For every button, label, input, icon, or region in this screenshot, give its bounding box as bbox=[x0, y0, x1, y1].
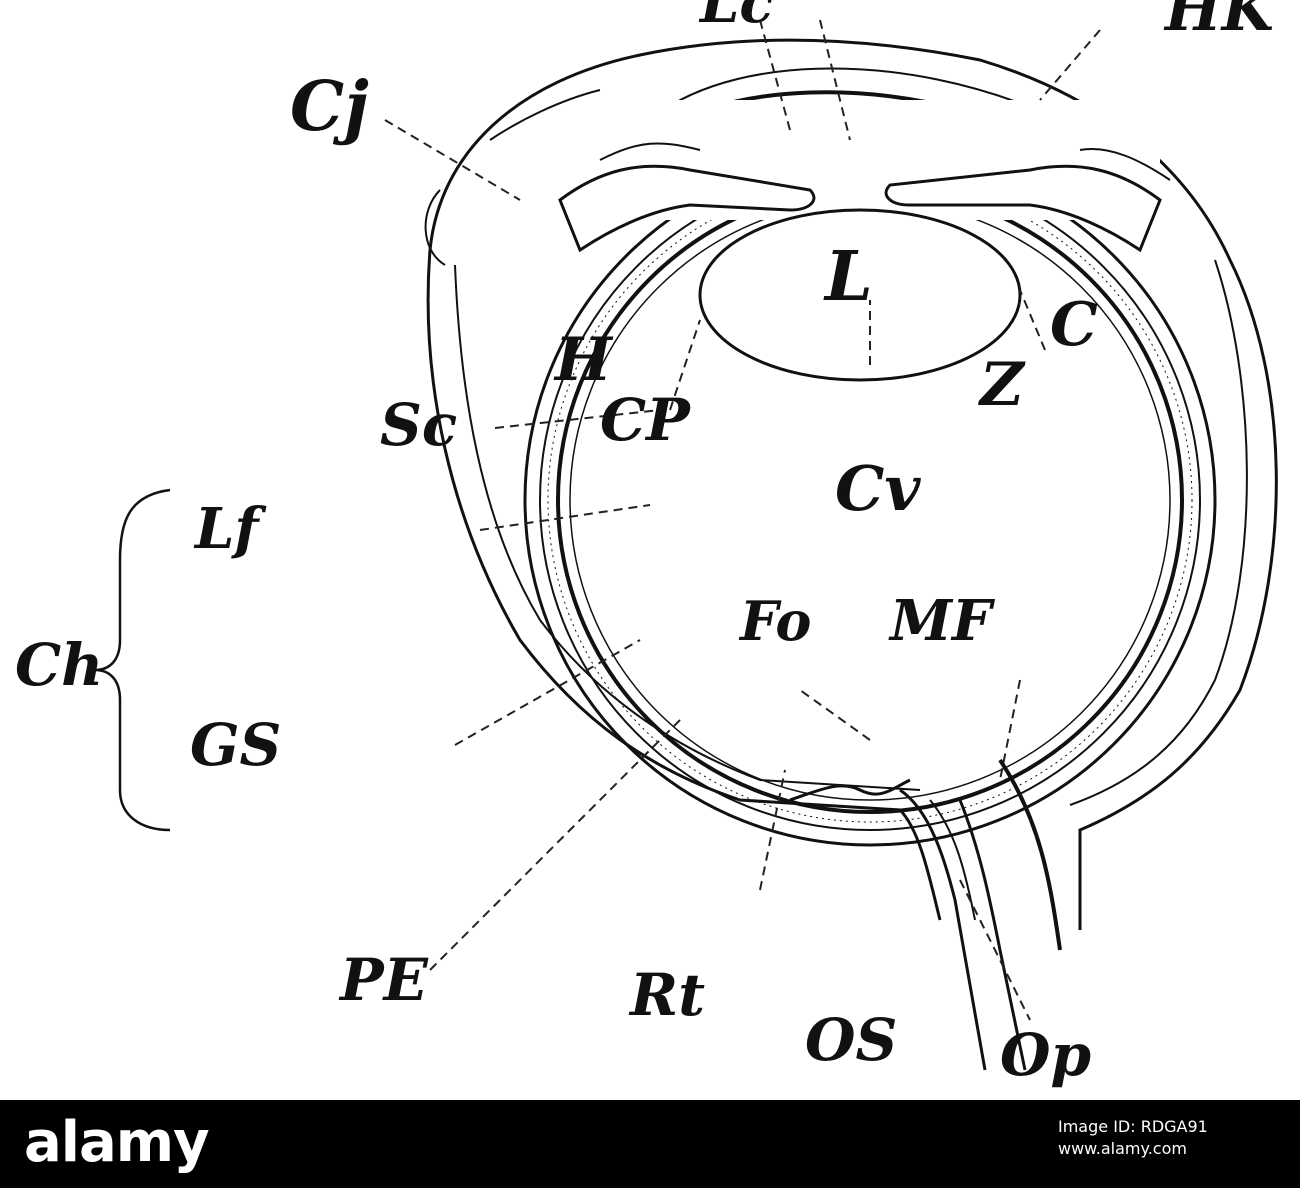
image-url[interactable]: www.alamy.com bbox=[1058, 1139, 1187, 1158]
label-L: L bbox=[823, 237, 873, 317]
label-CP: CP bbox=[600, 386, 691, 454]
label-C: C bbox=[1050, 290, 1098, 360]
image-id-block: Image ID: RDGA91 www.alamy.com bbox=[1058, 1116, 1208, 1160]
footer-bar: alamy Image ID: RDGA91 www.alamy.com bbox=[0, 1100, 1300, 1188]
label-Lf: Lf bbox=[193, 496, 267, 562]
label-H: H bbox=[553, 325, 614, 395]
choroid-brace bbox=[94, 488, 171, 832]
label-Rt: Rt bbox=[628, 961, 705, 1029]
iris-ciliary bbox=[558, 142, 1171, 253]
alamy-logo: alamy bbox=[24, 1110, 210, 1175]
image-id-label: Image ID: RDGA91 bbox=[1058, 1117, 1208, 1136]
lens bbox=[698, 208, 1022, 382]
label-MF: MF bbox=[888, 588, 996, 654]
label-GS: GS bbox=[190, 711, 281, 779]
label-Fo: Fo bbox=[738, 589, 811, 653]
brand-text: alamy bbox=[24, 1110, 210, 1175]
label-Z: Z bbox=[978, 350, 1026, 420]
label-Op: Op bbox=[1000, 1021, 1091, 1089]
label-Ch: Ch bbox=[15, 631, 103, 699]
leader-lines bbox=[384, 19, 1101, 1021]
label-Cj: Cj bbox=[290, 67, 369, 147]
label-OS: OS bbox=[805, 1006, 897, 1074]
label-HK: HK bbox=[1163, 0, 1277, 45]
optic-nerve bbox=[899, 758, 1062, 1071]
conjunctiva bbox=[424, 89, 601, 266]
label-Cv: Cv bbox=[835, 452, 921, 525]
label-Sc: Sc bbox=[380, 391, 457, 459]
label-top-partial: Lc bbox=[698, 0, 773, 36]
label-PE: PE bbox=[338, 946, 429, 1014]
fovea bbox=[789, 778, 911, 802]
